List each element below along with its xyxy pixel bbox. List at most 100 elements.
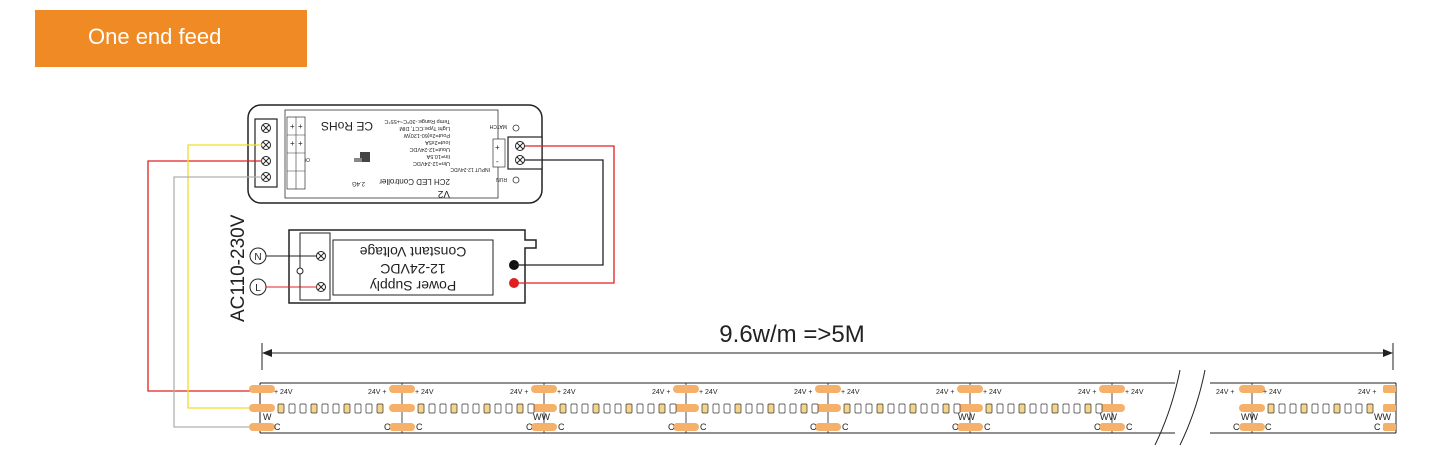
strip-cold-label-10: C: [952, 422, 959, 432]
led-chip: [789, 403, 797, 414]
strip-solder-pad: [957, 404, 983, 412]
svg-text:N: N: [254, 252, 261, 263]
strip-cold-label-1: C: [274, 422, 281, 432]
wires: [147, 144, 615, 428]
controller-frequency: 2.4G: [352, 180, 365, 186]
strip-solder-pad: [673, 385, 699, 393]
led-chip: [909, 403, 917, 414]
led-chip: [472, 403, 480, 414]
strip-solder-pad: [1099, 404, 1125, 412]
led-chip: [636, 403, 644, 414]
wire-cool-white: [173, 176, 268, 428]
led-chip: [1278, 403, 1286, 414]
ac-terminal-n: N: [249, 247, 267, 265]
strip-cold-label-3: C: [416, 422, 423, 432]
controller-certs: CE RoHS: [321, 119, 373, 133]
strip-solder-pad: [1099, 385, 1125, 393]
strip-solder-pad: [1239, 385, 1265, 393]
led-chip: [483, 403, 491, 414]
strip-end-label-8: 24V +: [1358, 389, 1377, 396]
controller-spec-1: Uin=12-24VDC: [413, 160, 450, 166]
strip-cold-label-12: C: [1094, 422, 1101, 432]
title-banner: One end feed: [35, 10, 307, 67]
svg-text:+: +: [495, 143, 500, 152]
strip-end-label-1: 24V +: [368, 389, 387, 396]
led-chip: [1051, 403, 1059, 414]
strip-pos-label-4: + 24V: [699, 389, 718, 396]
led-chip: [321, 403, 329, 414]
psu-line-2: 12-24VDC: [380, 261, 445, 277]
indicator-run: RUN: [496, 176, 507, 182]
strip-solder-pad: [673, 423, 699, 431]
wire-dc-positive: [514, 145, 615, 284]
led-chip: [778, 403, 786, 414]
strip-end-label-3: 24V +: [652, 389, 671, 396]
led-chip: [592, 403, 600, 414]
wire-v-plus: [147, 160, 262, 392]
psu-line-3: Constant Voltage: [359, 244, 466, 260]
led-chip: [701, 403, 709, 414]
input-terminal-screws: [515, 141, 525, 165]
led-controller: V2 2CH LED Controller Uin=12-24VDC Iin=1…: [247, 104, 543, 204]
led-chip: [843, 403, 851, 414]
led-chip: [745, 403, 753, 414]
strip-cold-label-4: C: [526, 422, 533, 432]
svg-text:L: L: [255, 283, 261, 294]
led-chip: [277, 403, 285, 414]
controller-spec-4: Iout=2x5A: [425, 139, 450, 145]
led-chip: [734, 403, 742, 414]
led-chip: [898, 403, 906, 414]
controller-spec-6: Light Type:CCT, DIM: [399, 125, 450, 131]
strip-ww-label-3: WW: [1100, 412, 1117, 422]
strip-end-label-4: 24V +: [794, 389, 813, 396]
strip-pos-label-2: + 24V: [415, 389, 434, 396]
led-chip: [996, 403, 1004, 414]
led-chip: [854, 403, 862, 414]
wire-dc-negative: [514, 159, 604, 266]
strip-solder-pad: [1239, 404, 1265, 412]
strip-solder-pad: [389, 385, 415, 393]
strip-solder-pad: [815, 385, 841, 393]
controller-spec-7: Temp Range:-30°C~+55°C: [384, 118, 450, 124]
strip-solder-pad: [1383, 423, 1396, 431]
strip-cold-label-16: C: [1374, 422, 1381, 432]
led-chip: [461, 403, 469, 414]
strip-pos-label-6: + 24V: [983, 389, 1002, 396]
strip-end-label-5: 24V +: [936, 389, 955, 396]
led-chip: [1344, 403, 1352, 414]
strip-solder-pad: [957, 423, 983, 431]
strip-ww-label-2: WW: [958, 412, 975, 422]
led-chip: [1333, 403, 1341, 414]
strip-pos-label-5: + 24V: [841, 389, 860, 396]
led-chip: [1095, 403, 1103, 414]
wire-warm-white: [187, 144, 268, 409]
led-chip: [712, 403, 720, 414]
strip-cold-label-7: C: [700, 422, 707, 432]
controller-spec-5: Pout=2x(60-120)W: [403, 132, 450, 138]
led-chip: [811, 403, 819, 414]
strip-solder-pad: [249, 404, 275, 412]
strip-solder-pad: [249, 423, 275, 431]
led-chip: [1300, 403, 1308, 414]
strip-cold-label-14: C: [1233, 422, 1240, 432]
strip-solder-pad: [815, 404, 841, 412]
led-chip: [953, 403, 961, 414]
led-chip: [1018, 403, 1026, 414]
led-chip: [985, 403, 993, 414]
led-chip: [299, 403, 307, 414]
led-chip: [603, 403, 611, 414]
led-chip: [417, 403, 425, 414]
svg-text:+: +: [298, 122, 303, 131]
strip-cold-label-8: C: [810, 422, 817, 432]
strip-solder-pad: [1099, 423, 1125, 431]
strip-end-label-7: 24V +: [1216, 389, 1235, 396]
led-chip: [1366, 403, 1374, 414]
led-chip: [942, 403, 950, 414]
led-chip: [570, 403, 578, 414]
ac-input-label: AC110-230V: [228, 214, 249, 322]
controller-spec-3: Uout=12-24VDC: [409, 146, 450, 152]
controller-spec-2: Iin=10.5A: [426, 153, 450, 159]
strip-cold-label-15: C: [1265, 422, 1272, 432]
strip-solder-pad: [815, 423, 841, 431]
led-chip: [505, 403, 513, 414]
